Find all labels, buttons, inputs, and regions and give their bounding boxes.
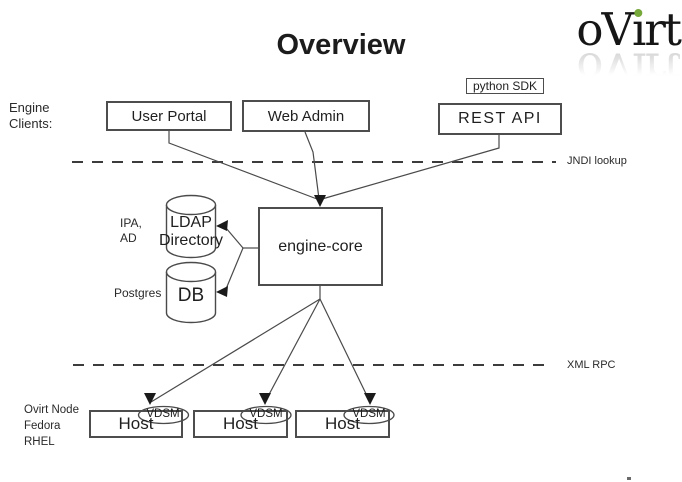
engine-clients-label: Engine Clients:	[9, 100, 53, 131]
host-label: Host	[118, 414, 154, 433]
user-portal-box: User Portal	[106, 101, 232, 131]
rest-api-connector-line	[321, 135, 500, 200]
ovirt-logo-green-dot-icon	[634, 9, 643, 17]
host2-connector-line	[264, 298, 321, 403]
rest-api-label: REST API	[458, 110, 542, 127]
web-admin-box: Web Admin	[242, 100, 370, 132]
host-label: Host	[325, 414, 360, 433]
rest-api-box: REST API	[438, 103, 562, 135]
db-connector-line	[225, 247, 244, 290]
host2-arrowhead-icon	[259, 393, 271, 405]
db-cylinder-top	[165, 261, 217, 283]
db-cylinder	[165, 272, 217, 324]
ovirt-logo-part: rt	[644, 3, 682, 56]
db-label: DB	[177, 285, 205, 306]
host1-arrowhead-icon	[144, 393, 156, 405]
jndi-lookup-label: JNDI lookup	[567, 155, 627, 167]
db-arrowhead-icon	[216, 286, 228, 297]
host-label: Host	[223, 414, 258, 433]
host-box-2: Host	[193, 410, 288, 438]
node-types-label: Ovirt Node Fedora RHEL	[24, 404, 79, 448]
vdsm-label-3: VDSM	[352, 408, 386, 420]
ldap-cylinder-top	[165, 194, 217, 216]
postgres-label: Postgres	[114, 286, 162, 300]
vdsm-ellipse-1	[137, 405, 190, 425]
engine-core-label: engine-core	[278, 237, 363, 255]
vdsm-label-1: VDSM	[146, 408, 180, 420]
engine-core-arrowhead-icon	[314, 195, 326, 207]
ldap-directory-label: LDAP Directory	[158, 214, 223, 249]
host1-connector-line	[150, 298, 321, 403]
ovirt-logo-i: ı	[631, 3, 646, 56]
page-title: Overview	[276, 29, 406, 61]
host3-arrowhead-icon	[364, 393, 376, 405]
ldap-cylinder	[165, 205, 217, 259]
web-admin-label: Web Admin	[267, 107, 345, 125]
user-portal-connector-line	[168, 131, 318, 200]
host-box-1: Host	[89, 410, 183, 438]
ipa-ad-label: IPA, AD	[120, 216, 142, 245]
web-admin-connector-line	[304, 131, 320, 200]
page-footer-mark	[627, 477, 631, 480]
host-box-3: Host	[295, 410, 390, 438]
ldap-arrowhead-icon	[216, 220, 228, 231]
ovirt-logo-part: oV	[576, 3, 634, 56]
vdsm-label-2: VDSM	[249, 408, 283, 420]
user-portal-label: User Portal	[131, 107, 207, 125]
python-sdk-box: python SDK	[466, 78, 544, 94]
python-sdk-label: python SDK	[472, 79, 538, 93]
vdsm-ellipse-2	[240, 405, 292, 425]
ovirt-logo-part: ı	[631, 3, 646, 56]
engine-core-box: engine-core	[258, 207, 383, 286]
vdsm-ellipse-3	[343, 405, 395, 425]
xml-rpc-label: XML RPC	[567, 359, 616, 371]
ldap-connector-line	[225, 227, 244, 249]
host3-connector-line	[319, 298, 371, 403]
